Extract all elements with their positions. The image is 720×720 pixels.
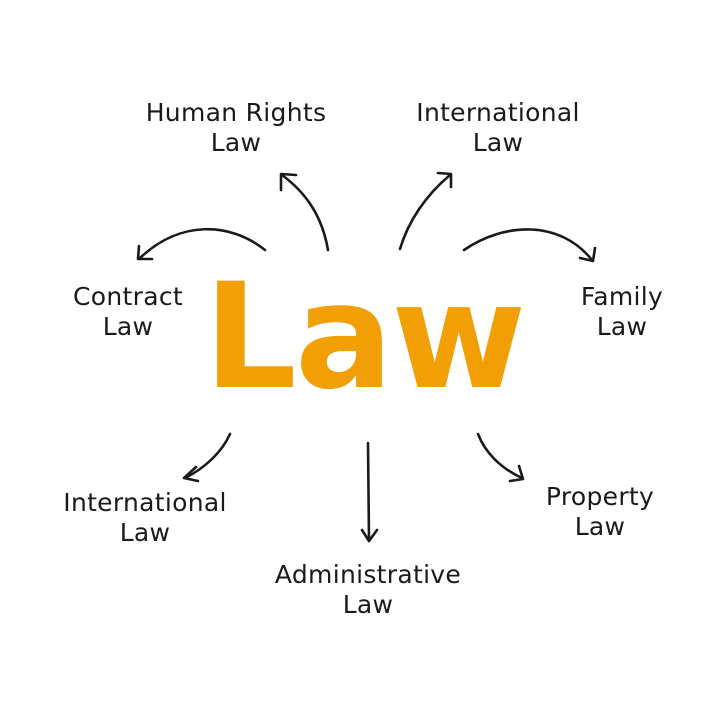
arrow-contract-icon [136,227,267,261]
arrow-administrative-icon [360,441,379,543]
node-line1: International [63,488,227,517]
node-line2: Law [102,312,154,341]
node-line1: Property [545,482,655,511]
node-contract-law: Contract Law [73,282,183,342]
node-line1: Human Rights [145,98,327,127]
arrow-international-bottom-icon [182,432,232,483]
arrow-family-icon [462,228,597,263]
node-line2: Law [596,312,648,341]
node-line1: Administrative [274,560,462,589]
node-line2: Law [210,128,262,157]
arrow-property-icon [476,432,525,483]
node-line1: Contract [73,282,183,311]
node-international-law-bottom: International Law [63,488,226,548]
node-line1: International [416,98,580,127]
node-family-law: Family Law [581,282,663,342]
node-human-rights-law: Human Rights Law [146,98,327,158]
node-administrative-law: Administrative Law [275,560,461,620]
center-title: Law [203,252,526,422]
node-line2: Law [342,590,394,619]
node-international-law-top: International Law [416,98,579,158]
arrow-human-rights-icon [279,172,330,252]
arrow-international-top-icon [398,171,453,251]
node-line2: Law [574,512,626,541]
node-line1: Family [580,282,664,311]
node-property-law: Property Law [546,482,654,542]
node-line2: Law [119,518,171,547]
node-line2: Law [472,128,524,157]
